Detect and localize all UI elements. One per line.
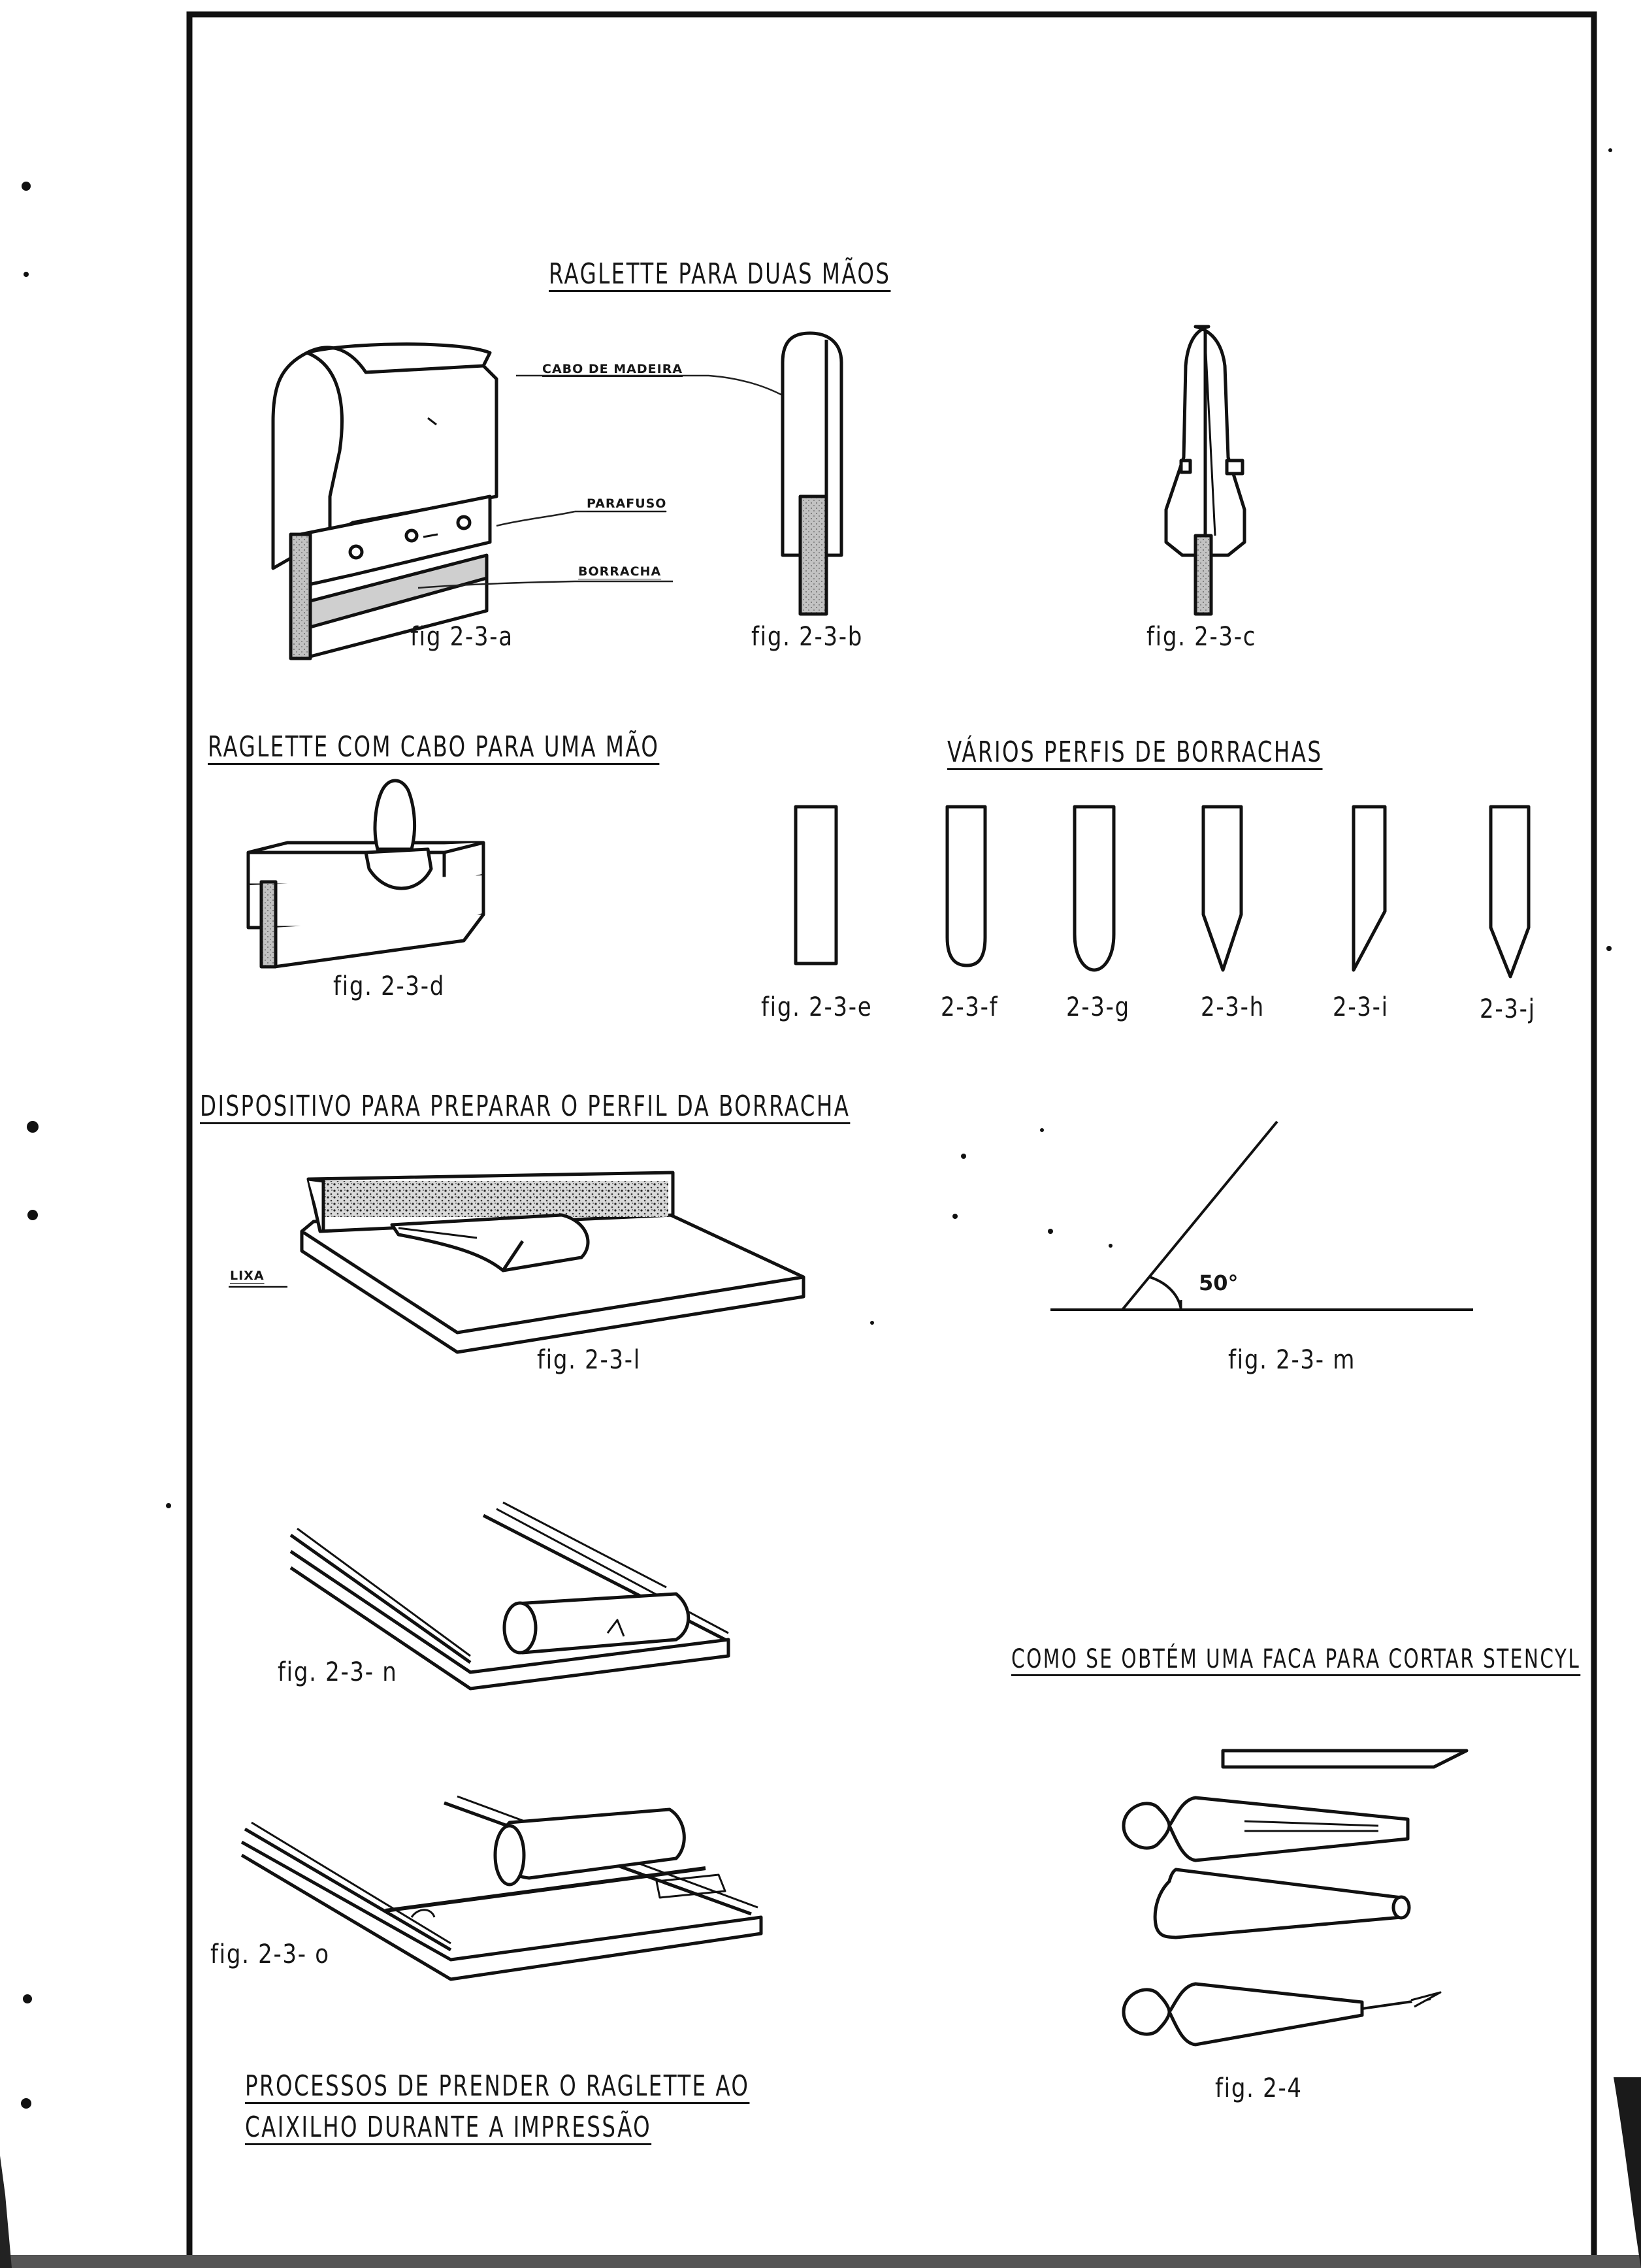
angle-diagram: [1050, 1120, 1473, 1311]
heading-rubber-profiles: VÁRIOS PERFIS DE BORRACHAS: [947, 736, 1323, 769]
heading-process-line-1: PROCESSOS DE PRENDER O RAGLETTE AO: [245, 2069, 750, 2103]
stencil-knife-drawing: [1122, 1749, 1469, 2047]
left-scan-edge: [0, 2156, 12, 2268]
label-rubber: BORRACHA: [578, 564, 662, 579]
profile-f: [945, 805, 987, 967]
squeegee-side-view-c: [1164, 325, 1246, 616]
caption-fig-2-3-c: fig. 2-3-c: [1146, 622, 1257, 652]
heading-one-hand: RAGLETTE COM CABO PARA UMA MÃO: [208, 730, 660, 764]
caption-fig-2-3-n: fig. 2-3- n: [278, 1657, 398, 1687]
heading-two-hands: RAGLETTE PARA DUAS MÃOS: [549, 257, 891, 291]
caption-2-3-h: 2-3-h: [1201, 992, 1265, 1022]
angle-label: 50°: [1199, 1271, 1239, 1295]
heading-sanding-device: DISPOSITIVO PARA PREPARAR O PERFIL DA BO…: [200, 1090, 851, 1123]
caption-2-3-g: 2-3-g: [1066, 992, 1130, 1022]
caption-fig-2-3-d: fig. 2-3-d: [333, 971, 445, 1001]
profile-e: [794, 805, 838, 965]
profile-i: [1352, 805, 1387, 972]
caption-2-3-f: 2-3-f: [941, 992, 999, 1022]
squeegee-one-hand-drawing: [246, 779, 485, 969]
frame-squeegee-drawing-o: [240, 1795, 763, 1981]
caption-fig-2-3-b: fig. 2-3-b: [751, 622, 863, 652]
caption-fig-2-3-m: fig. 2-3- m: [1228, 1345, 1356, 1375]
sanding-device-drawing: [229, 1171, 805, 1354]
caption-fig-2-3-o: fig. 2-3- o: [210, 1939, 330, 1969]
bottom-scan-edge: [0, 2255, 1641, 2268]
heading-stencil-knife: COMO SE OBTÉM UMA FACA PARA CORTAR STENC…: [1011, 1644, 1581, 1674]
frame-squeegee-drawing-n: [289, 1501, 730, 1691]
profile-j: [1489, 805, 1531, 979]
page-frame: [186, 11, 1597, 2268]
caption-2-3-i: 2-3-i: [1333, 992, 1389, 1022]
caption-fig-2-3-e: fig. 2-3-e: [761, 992, 873, 1022]
scan-specks: [21, 148, 1612, 2109]
right-scan-edge: [1614, 2077, 1641, 2268]
caption-fig-2-4: fig. 2-4: [1215, 2073, 1303, 2103]
squeegee-two-hands-drawing: [271, 342, 498, 660]
profile-g: [1073, 805, 1116, 972]
heading-process-line-2: CAIXILHO DURANTE A IMPRESSÃO: [245, 2111, 652, 2144]
squeegee-side-view-b: [781, 331, 843, 616]
caption-2-3-j: 2-3-j: [1480, 994, 1536, 1024]
label-sandpaper: LIXA: [230, 1269, 265, 1283]
profile-h: [1201, 805, 1243, 972]
label-wooden-handle: CABO DE MADEIRA: [542, 362, 683, 376]
caption-fig-2-3-l: fig. 2-3-l: [537, 1345, 641, 1375]
caption-fig-2-3-a: fig 2-3-a: [410, 622, 513, 652]
rubber-profiles: [794, 805, 1531, 979]
label-screw: PARAFUSO: [587, 496, 667, 511]
leader-lines: [417, 374, 791, 589]
